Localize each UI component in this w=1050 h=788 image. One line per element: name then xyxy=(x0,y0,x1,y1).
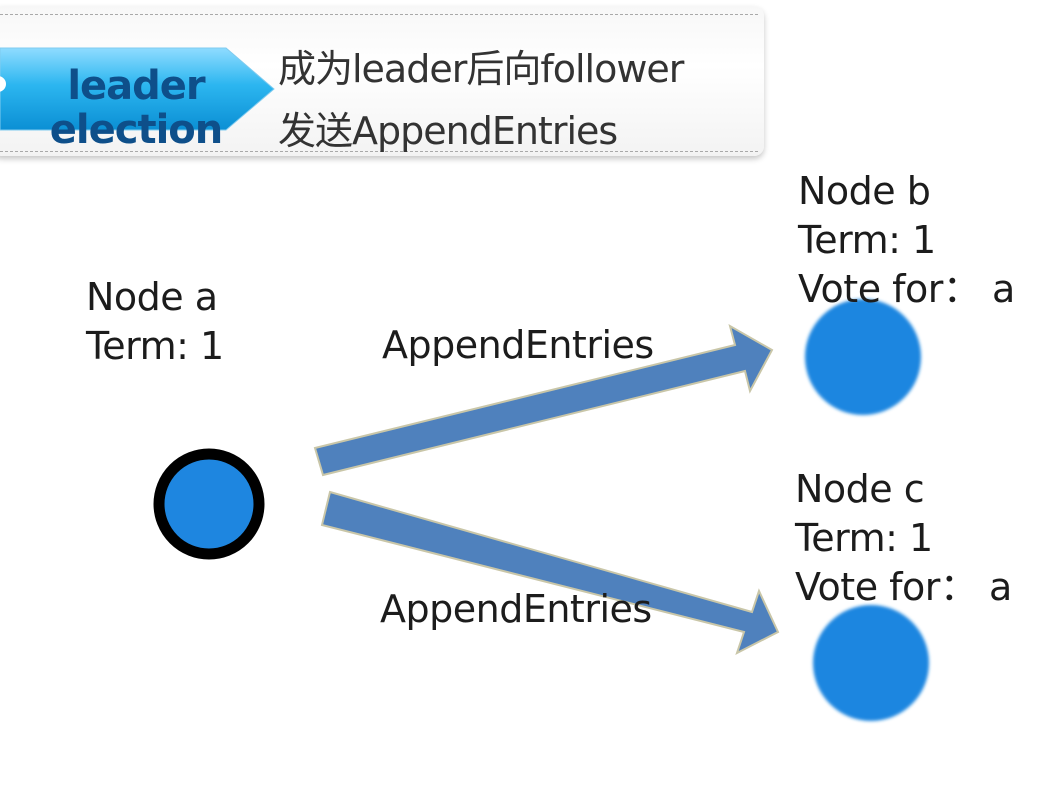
node-a-label: Node a Term: 1 xyxy=(86,273,224,371)
node-c-name: Node c xyxy=(795,467,925,511)
tag-line-1: leader xyxy=(67,63,205,109)
node-c-vote: Vote for： a xyxy=(795,565,1012,609)
node-a-name: Node a xyxy=(86,275,218,319)
node-b-circle xyxy=(805,299,921,415)
edge-a-c-label: AppendEntries xyxy=(380,587,652,631)
section-tag-label: leader election xyxy=(34,64,238,152)
description-line-1: 成为leader后向follower xyxy=(278,47,684,91)
node-c-circle xyxy=(813,605,929,721)
node-a-term: Term: 1 xyxy=(86,324,224,368)
node-b-vote: Vote for： a xyxy=(798,267,1015,311)
arrow-a-to-c xyxy=(320,490,780,656)
node-a-circle xyxy=(153,448,265,560)
node-b-label: Node b Term: 1 Vote for： a xyxy=(798,167,1015,314)
section-tag-ribbon xyxy=(0,47,275,131)
arrow-a-to-b xyxy=(313,323,774,477)
banner-top-dashed-border xyxy=(0,14,758,15)
tag-line-2: election xyxy=(49,107,223,153)
node-b-term: Term: 1 xyxy=(798,218,936,262)
edge-a-b-label: AppendEntries xyxy=(382,323,654,367)
header-description: 成为leader后向follower 发送AppendEntries xyxy=(278,38,684,162)
banner-bottom-dashed-border xyxy=(0,151,758,152)
description-line-2: 发送AppendEntries xyxy=(278,109,618,153)
node-b-name: Node b xyxy=(798,169,931,213)
node-c-term: Term: 1 xyxy=(795,516,933,560)
ribbon-hole xyxy=(0,76,6,92)
node-c-label: Node c Term: 1 Vote for： a xyxy=(795,465,1012,612)
